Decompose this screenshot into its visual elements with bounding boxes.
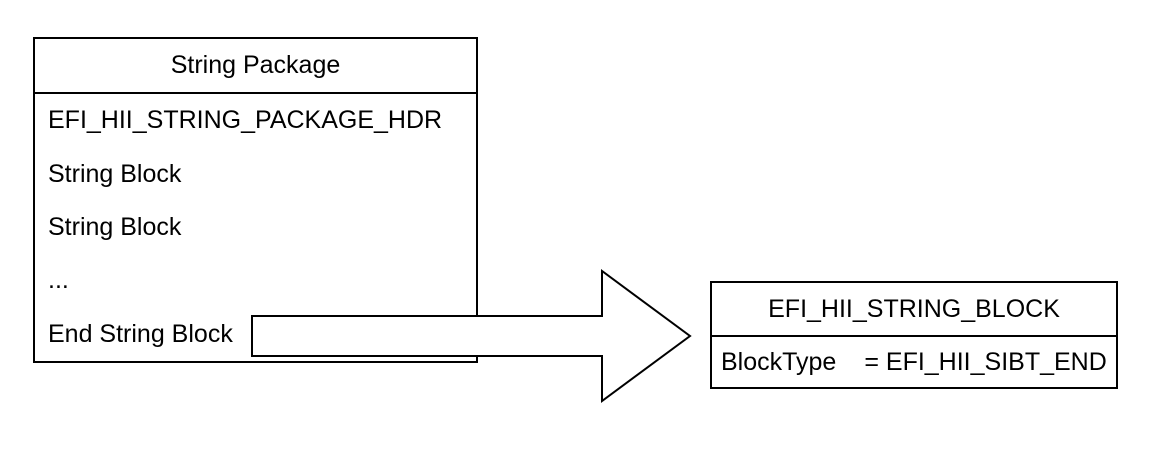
block-arrow-right-icon: [251, 269, 692, 403]
row-end-string-block: End String Block: [48, 319, 233, 348]
string-package-box: String Package EFI_HII_STRING_PACKAGE_HD…: [33, 37, 478, 363]
block-type-value: = EFI_HII_SIBT_END: [864, 347, 1107, 376]
block-type-label: BlockType: [721, 347, 837, 376]
block-type-field: BlockType = EFI_HII_SIBT_END: [712, 337, 1116, 387]
row-string-block-1: String Block: [48, 159, 182, 188]
row-string-block-2: String Block: [48, 213, 182, 242]
string-block-title: EFI_HII_STRING_BLOCK: [712, 283, 1116, 337]
string-package-rows: EFI_HII_STRING_PACKAGE_HDR String Block …: [35, 94, 476, 361]
string-package-title: String Package: [35, 39, 476, 94]
row-string-package-hdr: EFI_HII_STRING_PACKAGE_HDR: [48, 106, 443, 135]
row-ellipsis: ...: [48, 266, 69, 295]
string-block-detail-box: EFI_HII_STRING_BLOCK BlockType = EFI_HII…: [710, 281, 1118, 389]
